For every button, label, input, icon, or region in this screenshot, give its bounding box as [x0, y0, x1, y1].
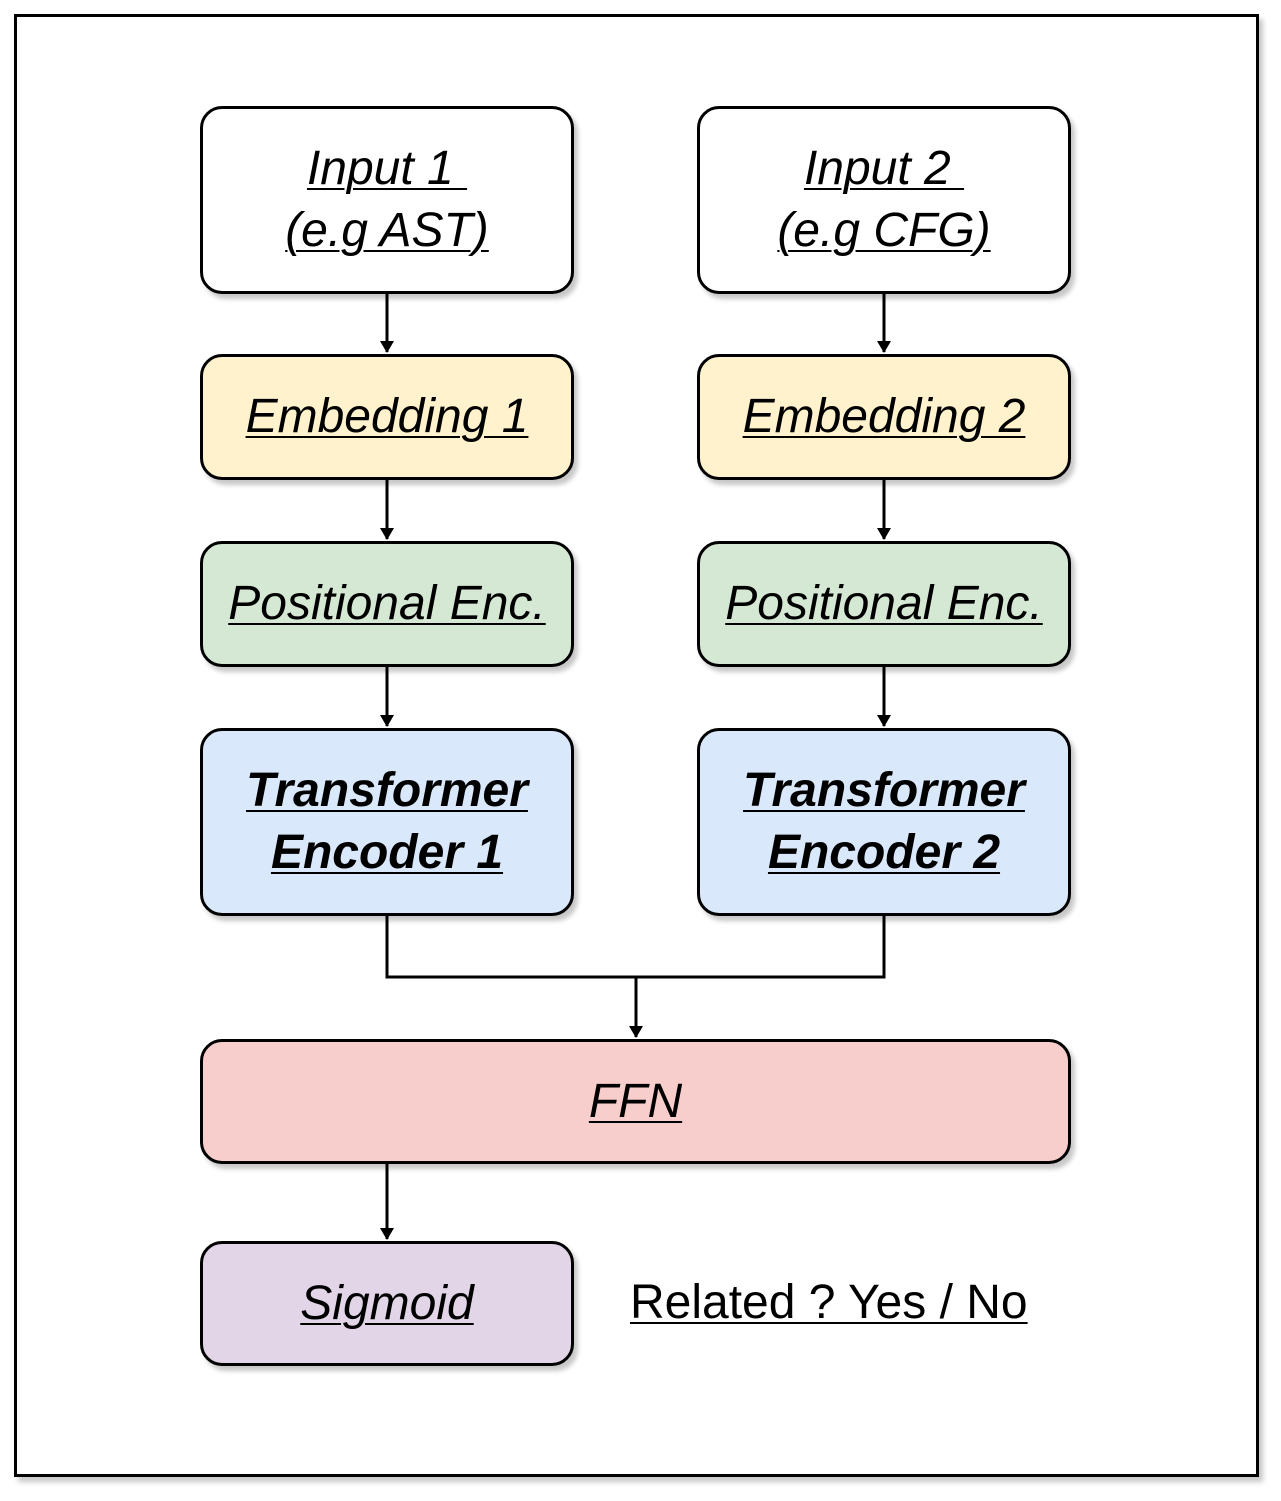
transformer-encoder-1-line2: Encoder 1	[270, 826, 504, 879]
embedding-1-label: Embedding 1	[245, 390, 529, 443]
ffn-label: FFN	[588, 1074, 683, 1128]
positional-encoding-1-box: Positional Enc.	[200, 541, 574, 667]
input-2-label: Input 2	[803, 142, 965, 195]
transformer-encoder-2-box: Transformer Encoder 2	[697, 728, 1071, 916]
output-label: Related ? Yes / No	[630, 1276, 1028, 1329]
positional-encoding-1-label: Positional Enc.	[228, 577, 546, 630]
sigmoid-label: Sigmoid	[300, 1276, 474, 1330]
ffn-box: FFN	[200, 1039, 1071, 1164]
transformer-encoder-1-line1: Transformer	[246, 764, 528, 817]
input-1-example: (e.g AST)	[285, 204, 489, 257]
connector-encoders-merge	[385, 916, 886, 979]
transformer-encoder-2-line1: Transformer	[743, 764, 1025, 817]
input-1-box: Input 1 (e.g AST)	[200, 106, 574, 294]
input-2-box: Input 2 (e.g CFG)	[697, 106, 1071, 294]
transformer-encoder-1-box: Transformer Encoder 1	[200, 728, 574, 916]
embedding-2-label: Embedding 2	[742, 390, 1026, 443]
positional-encoding-2-box: Positional Enc.	[697, 541, 1071, 667]
transformer-encoder-2-line2: Encoder 2	[767, 826, 1001, 879]
input-2-example: (e.g CFG)	[777, 204, 991, 257]
input-1-label: Input 1	[306, 142, 468, 195]
embedding-1-box: Embedding 1	[200, 354, 574, 480]
sigmoid-box: Sigmoid	[200, 1241, 574, 1366]
positional-encoding-2-label: Positional Enc.	[725, 577, 1043, 630]
embedding-2-box: Embedding 2	[697, 354, 1071, 480]
